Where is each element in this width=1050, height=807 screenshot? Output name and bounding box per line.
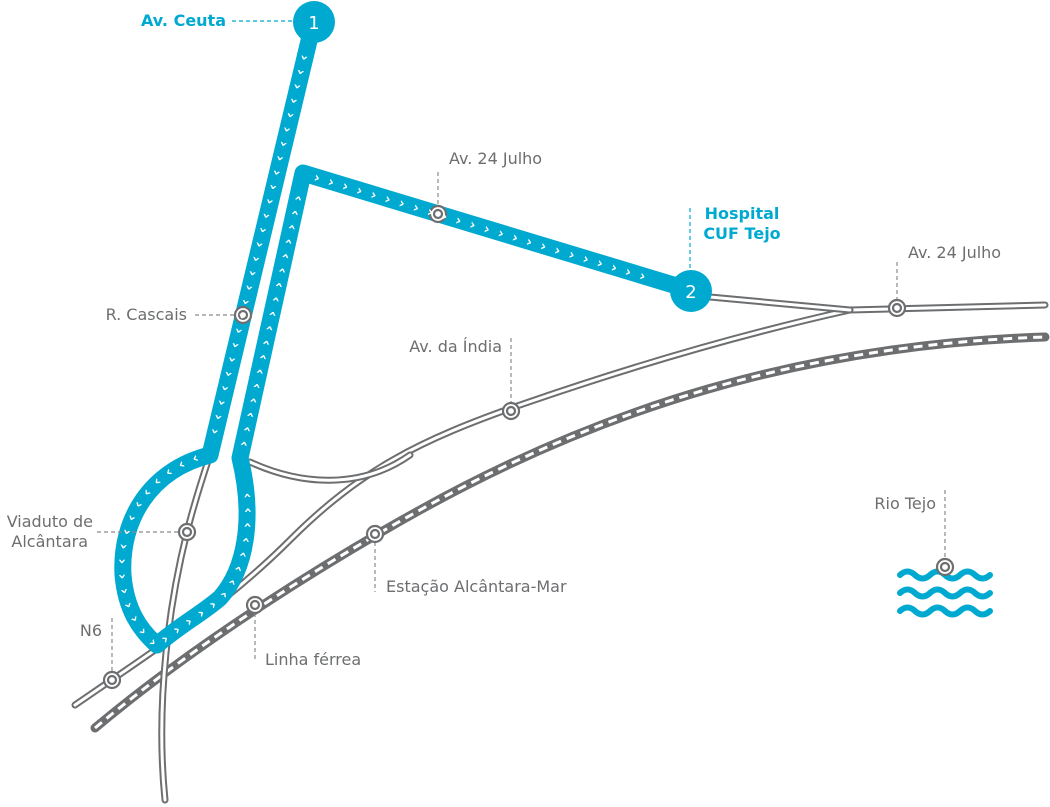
label-linha-ferrea: Linha férrea <box>265 650 361 669</box>
route-direction-chevrons: ››››››››››››››››››››››››››› ››››››››››››… <box>114 53 656 656</box>
waves-icon <box>897 568 993 618</box>
stop-viaduto[interactable] <box>177 522 197 542</box>
label-rio-tejo: Rio Tejo <box>874 494 936 513</box>
label-hospital-line2: CUF Tejo <box>703 224 780 243</box>
stop-r-cascais[interactable] <box>233 305 253 325</box>
waypoint-2[interactable]: 2 <box>670 270 712 312</box>
waypoint-1[interactable]: 1 <box>293 1 335 43</box>
stop-av24-right[interactable] <box>887 298 907 318</box>
label-viaduto-line1: Viaduto de <box>7 512 93 531</box>
stop-av24-upper[interactable] <box>428 204 448 224</box>
label-av-india: Av. da Índia <box>409 337 502 356</box>
route-path <box>114 15 699 654</box>
label-av24-right: Av. 24 Julho <box>908 243 1001 262</box>
stop-n6[interactable] <box>102 670 122 690</box>
label-r-cascais: R. Cascais <box>106 305 187 324</box>
label-av24-upper: Av. 24 Julho <box>449 149 542 168</box>
stop-av-india[interactable] <box>501 401 521 421</box>
label-av-ceuta: Av. Ceuta <box>141 11 226 30</box>
waypoint-2-number: 2 <box>685 282 696 303</box>
route-direction-chevrons-4: ›››››››››››››››››››››››› <box>312 170 656 288</box>
stop-rio-tejo[interactable] <box>935 557 955 577</box>
railway-line <box>90 332 1050 733</box>
stop-markers <box>102 204 955 690</box>
label-n6: N6 <box>80 621 102 640</box>
label-viaduto-line2: Alcântara <box>11 532 88 551</box>
label-hospital-line1: Hospital <box>705 204 780 223</box>
label-estacao: Estação Alcântara-Mar <box>386 577 567 596</box>
stop-estacao[interactable] <box>365 524 385 544</box>
stop-linha-ferrea[interactable] <box>245 595 265 615</box>
waypoint-1-number: 1 <box>308 13 319 34</box>
